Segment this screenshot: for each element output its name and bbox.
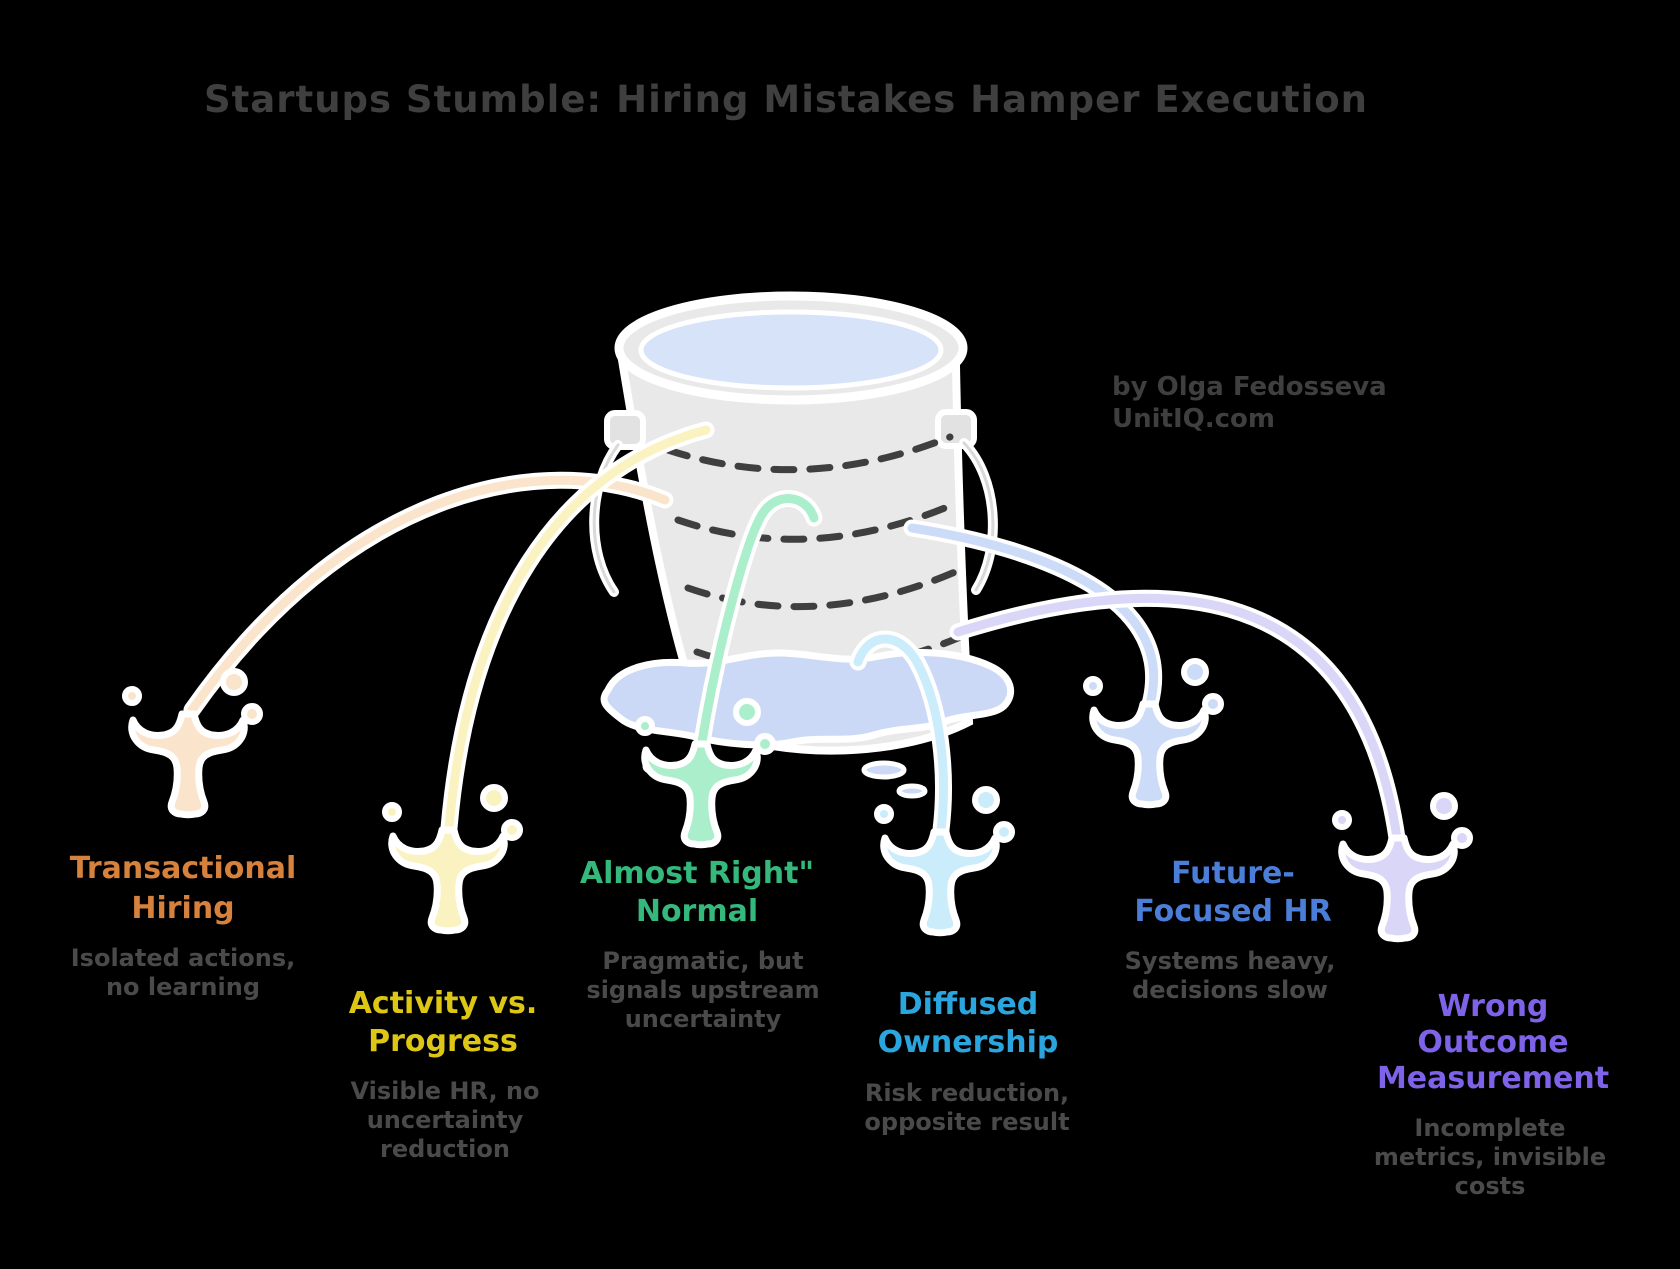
splash-wrong-outcome	[1335, 795, 1470, 939]
attribution-author: by Olga Fedosseva	[1112, 372, 1387, 402]
page-title: Startups Stumble: Hiring Mistakes Hamper…	[204, 78, 1368, 121]
splash-transactional	[125, 671, 260, 815]
mistake-title-line: Measurement	[1377, 1061, 1609, 1096]
mistake-desc-line: Incomplete	[1414, 1114, 1565, 1142]
mistake-label-wrong-outcome-measurement: Wrong Outcome Measurement Incomplete met…	[1374, 989, 1609, 1200]
mistake-desc-line: uncertainty	[367, 1106, 524, 1134]
stream-wrong-outcome	[953, 593, 1402, 843]
mistake-desc-line: opposite result	[864, 1108, 1069, 1136]
mistake-label-transactional-hiring: Transactional Hiring Isolated actions, n…	[70, 851, 297, 1001]
mistake-title-line: Diffused	[898, 987, 1039, 1022]
attribution-site: UnitIQ.com	[1112, 404, 1275, 434]
stream-almost-right	[697, 494, 819, 747]
stream-diffused	[853, 634, 948, 835]
bucket-dash-line	[684, 568, 959, 611]
bucket-handle-wire-right-line	[962, 441, 995, 592]
mistake-desc-line: metrics, invisible	[1374, 1143, 1606, 1171]
mistake-title-line: Transactional	[70, 851, 297, 886]
mistake-title-line: Ownership	[878, 1025, 1059, 1060]
mistake-label-almost-right-normal: Almost Right" Normal Pragmatic, but sign…	[580, 856, 820, 1033]
mistake-desc-line: signals upstream	[586, 976, 819, 1004]
mistake-title-line: Focused HR	[1134, 894, 1331, 929]
leaky-bucket-icon	[589, 291, 998, 755]
attribution: by Olga Fedosseva UnitIQ.com	[1112, 372, 1387, 434]
bucket-handle-tab-left	[604, 410, 646, 450]
puddle-bubble	[896, 783, 928, 799]
mistake-desc-line: uncertainty	[625, 1005, 782, 1033]
leak-streams	[183, 421, 1406, 847]
mistake-title-line: Outcome	[1417, 1025, 1568, 1060]
mistake-label-future-focused-hr: Future- Focused HR Systems heavy, decisi…	[1125, 856, 1336, 1004]
mistake-label-diffused-ownership: Diffused Ownership Risk reduction, oppos…	[864, 987, 1069, 1136]
mistake-desc-line: reduction	[380, 1135, 510, 1163]
mistake-desc-line: Isolated actions,	[71, 944, 296, 972]
mistake-desc-line: costs	[1455, 1172, 1526, 1200]
mistake-title-line: Hiring	[131, 891, 234, 926]
stream-future	[907, 523, 1159, 709]
mistake-title-line: Progress	[368, 1024, 518, 1059]
mistake-title-line: Normal	[636, 894, 758, 929]
bucket-water	[638, 309, 944, 391]
mistake-desc-line: Risk reduction,	[865, 1079, 1069, 1107]
mistake-desc-line: Pragmatic, but	[602, 947, 803, 975]
mistake-desc-line: Systems heavy,	[1125, 947, 1336, 975]
bucket-dash-line	[664, 433, 954, 474]
mistake-title-line: Wrong	[1438, 989, 1549, 1024]
mistake-desc-line: decisions slow	[1132, 976, 1328, 1004]
stream-outline-wrong-outcome	[949, 589, 1406, 847]
mistake-title-line: Activity vs.	[349, 986, 538, 1021]
mistake-title-line: Future-	[1171, 856, 1295, 891]
bucket-dash-line	[674, 501, 956, 543]
mistake-desc-line: Visible HR, no	[351, 1077, 540, 1105]
mistake-title-line: Almost Right"	[580, 856, 814, 891]
puddle-bubble	[861, 760, 907, 780]
bucket-handle-wire-left-line	[592, 443, 620, 594]
mistake-label-activity-vs-progress: Activity vs. Progress Visible HR, no unc…	[349, 986, 540, 1163]
mistake-desc-line: no learning	[106, 973, 260, 1001]
stream-activity	[444, 425, 711, 833]
